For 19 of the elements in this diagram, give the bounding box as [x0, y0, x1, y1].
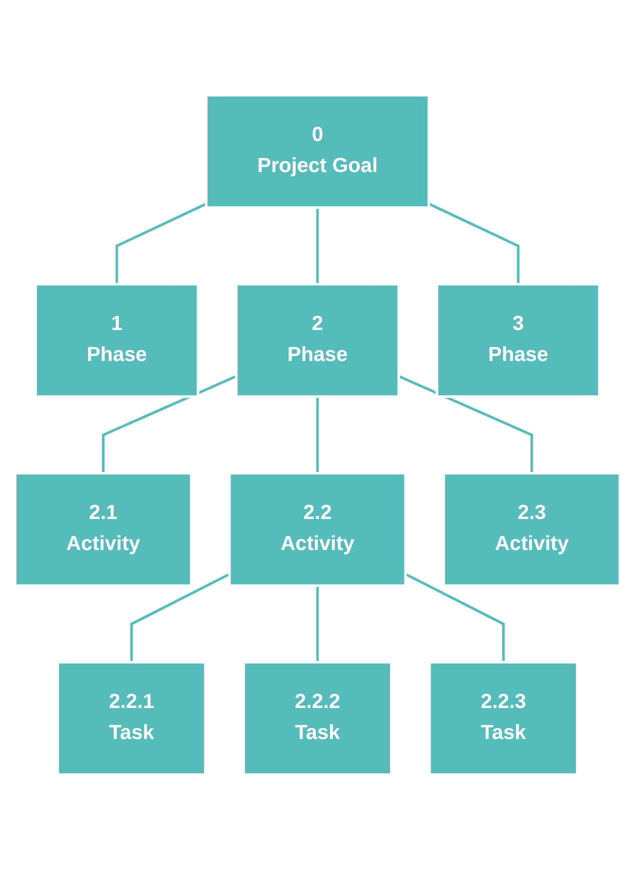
connector [130, 573, 230, 662]
node-box: 2 Phase [235, 283, 400, 398]
connector [428, 202, 520, 284]
connector [404, 573, 505, 662]
node-box: 3 Phase [436, 283, 601, 398]
node-box: 2.2.3 Task [428, 661, 579, 776]
connector [116, 202, 207, 284]
node-box: 2.3 Activity [442, 472, 622, 587]
node-box: 2.1 Activity [14, 472, 192, 587]
connector [316, 586, 319, 662]
connector [102, 375, 237, 474]
node-box: 2.2.2 Task [242, 661, 393, 776]
node-box: 2.2.1 Task [56, 661, 207, 776]
connector [398, 375, 534, 474]
node-box: 1 Phase [34, 283, 200, 398]
connector [316, 208, 319, 284]
node-box: 2.2 Activity [228, 472, 407, 587]
node-box: 0 Project Goal [204, 94, 430, 209]
connector [316, 396, 319, 474]
